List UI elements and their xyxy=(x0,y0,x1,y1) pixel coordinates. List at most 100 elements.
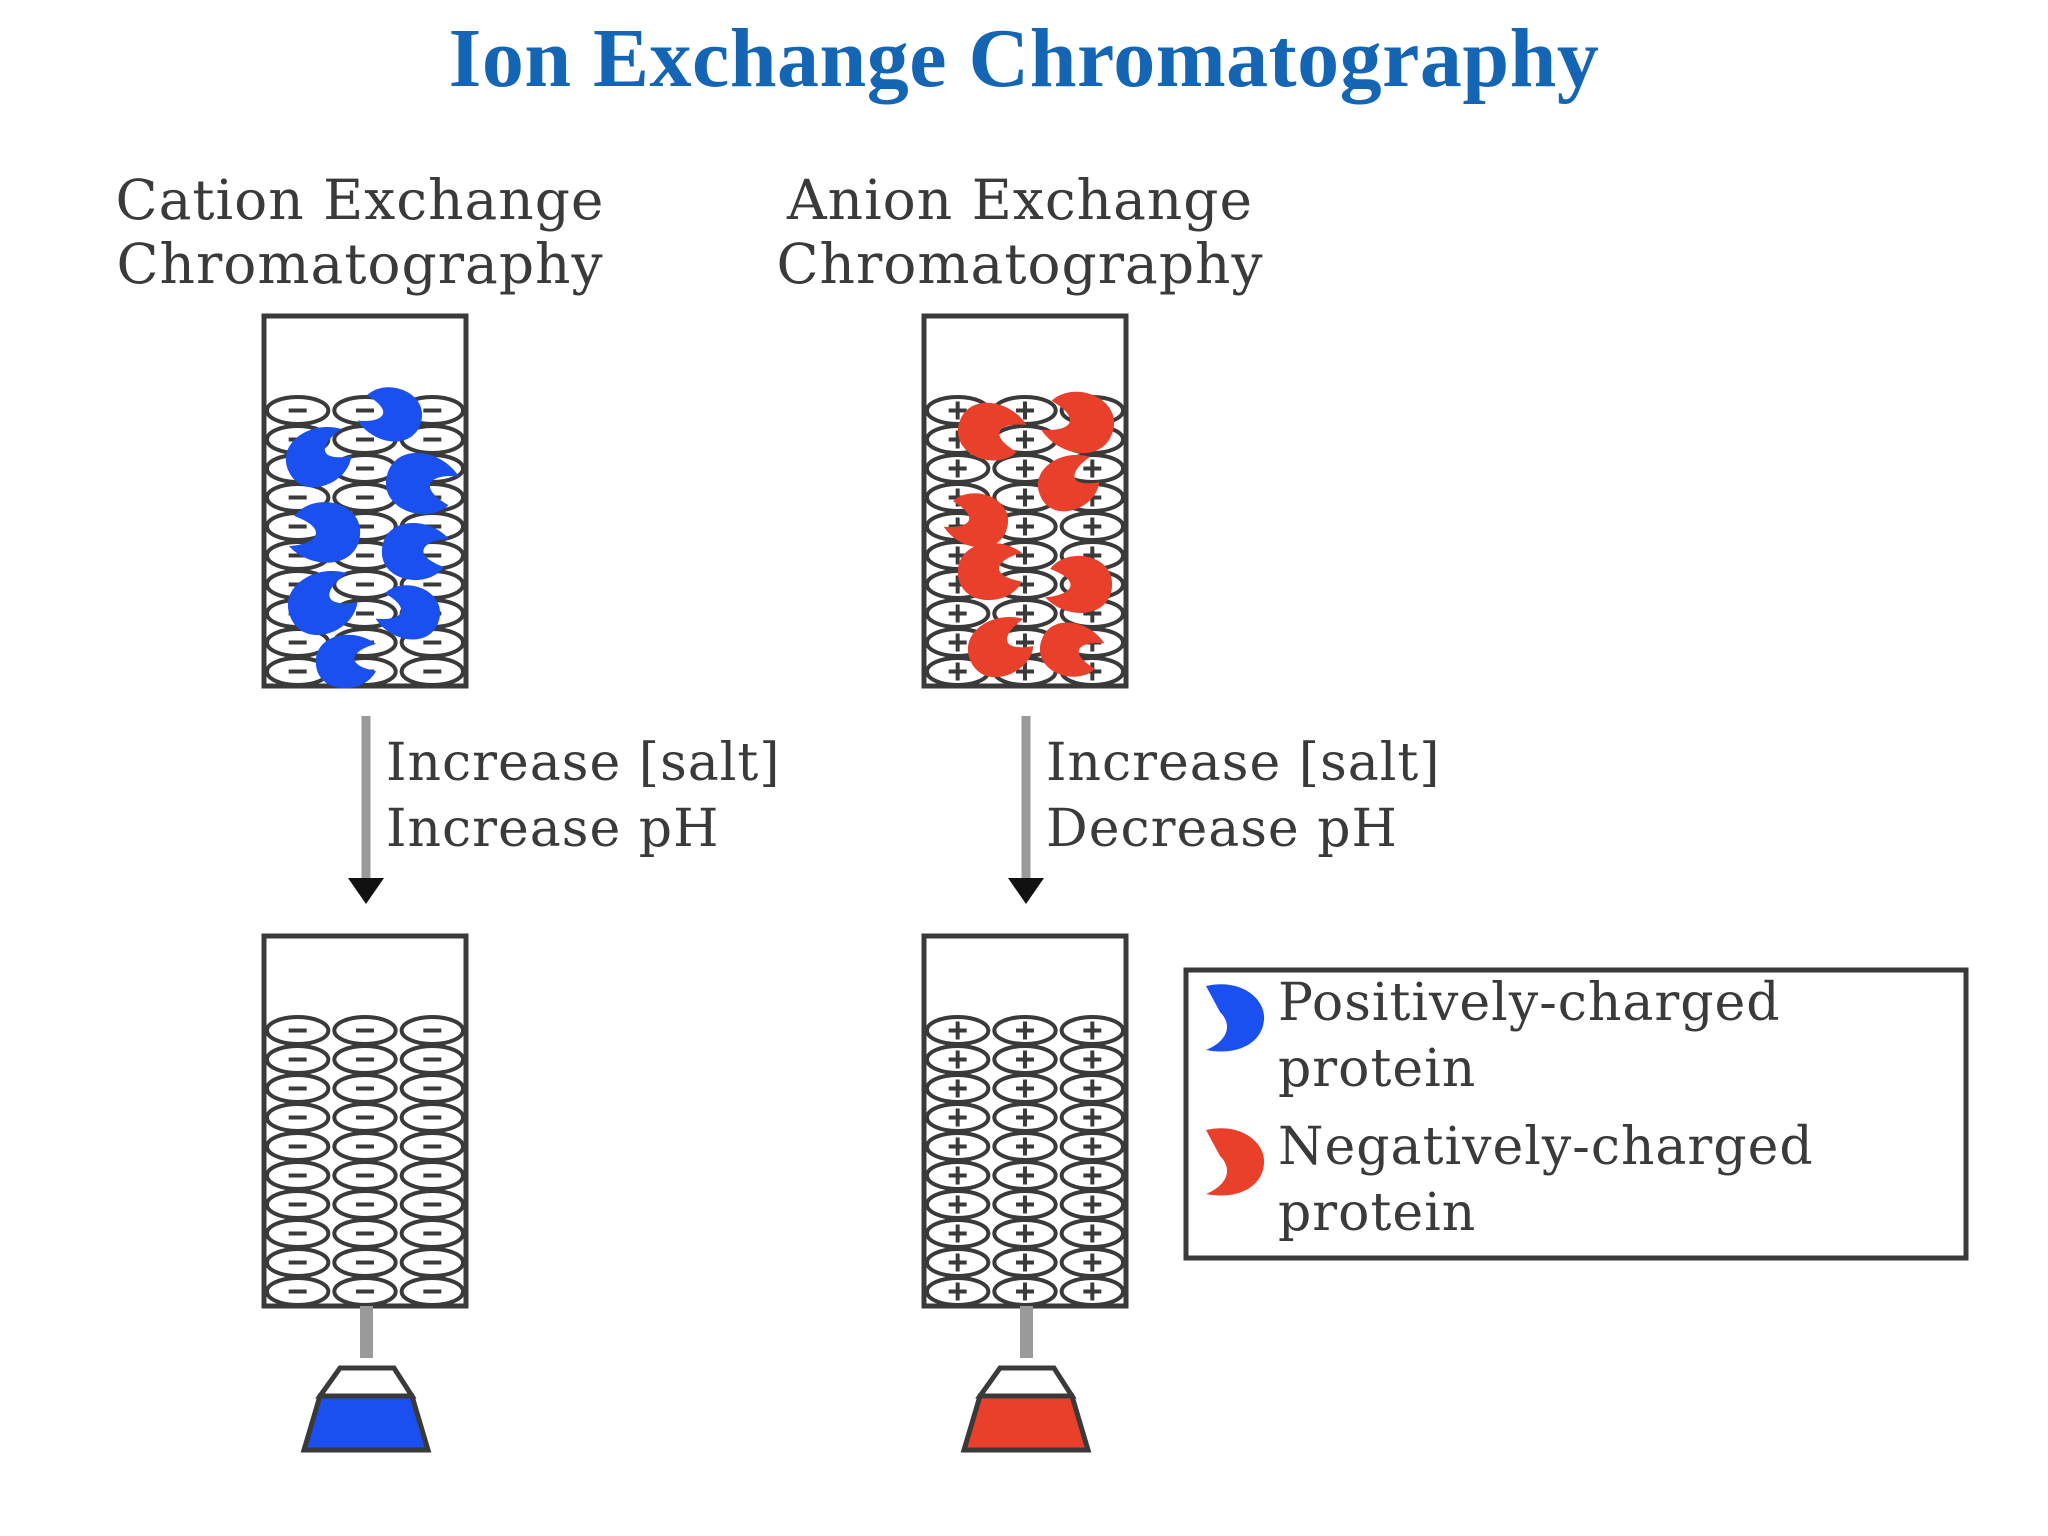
anion-resin-bead xyxy=(925,1189,991,1220)
anion-resin-bead xyxy=(1059,1073,1126,1104)
negative-proteins-bound xyxy=(943,391,1115,678)
anion-resin-bead xyxy=(992,1247,1058,1278)
negative-protein xyxy=(957,542,1022,601)
anion-resin-beads-bottom xyxy=(925,1015,1126,1307)
cation-resin-bead xyxy=(399,656,466,687)
cation-resin-bead xyxy=(399,1218,466,1249)
positive-protein xyxy=(286,427,352,488)
anion-resin-bead xyxy=(1059,1102,1126,1133)
cation-resin-bead xyxy=(399,1015,466,1046)
anion-resin-bead xyxy=(925,1276,991,1307)
anion-resin-bead xyxy=(1059,1044,1126,1075)
cation-title-line2: Chromatography xyxy=(116,232,604,296)
cation-elution-conditions: Increase [salt] Increase pH xyxy=(386,730,781,862)
legend-negative-label: Negatively-charged protein xyxy=(1278,1114,1814,1246)
positive-protein xyxy=(381,523,449,581)
cation-resin-bead xyxy=(265,1044,331,1075)
cation-resin-bead xyxy=(265,1276,331,1307)
cation-resin-bead xyxy=(332,1044,398,1075)
positive-protein xyxy=(288,502,361,563)
anion-resin-bead xyxy=(925,1247,991,1278)
cation-elution-arrow xyxy=(348,716,384,904)
anion-title-line1: Anion Exchange xyxy=(786,168,1254,232)
anion-resin-bead xyxy=(992,1015,1058,1046)
cation-collection-flask xyxy=(300,1365,432,1453)
anion-resin-bead xyxy=(925,1073,991,1104)
cation-resin-bead xyxy=(399,1044,466,1075)
positive-protein xyxy=(385,452,459,515)
negative-protein xyxy=(1039,622,1105,677)
cation-resin-bead xyxy=(332,1102,398,1133)
anion-resin-bead xyxy=(925,1015,991,1046)
positive-protein xyxy=(375,585,441,640)
cation-outlet-stem xyxy=(360,1306,373,1358)
anion-resin-bead xyxy=(925,1160,991,1191)
anion-resin-bead xyxy=(992,1189,1058,1220)
anion-step-line1: Increase [salt] xyxy=(1046,733,1441,793)
cation-resin-bead xyxy=(399,1073,466,1104)
anion-resin-bead xyxy=(992,1131,1058,1162)
legend-negative-swatch xyxy=(1206,1128,1265,1196)
legend-negative-line2: protein xyxy=(1278,1183,1477,1243)
anion-resin-bead xyxy=(925,1131,991,1162)
cation-resin-bead xyxy=(399,1247,466,1278)
cation-resin-bead xyxy=(332,1189,398,1220)
cation-resin-bead xyxy=(265,1218,331,1249)
positive-proteins-bound xyxy=(286,387,459,689)
anion-resin-bead xyxy=(1059,1015,1126,1046)
slide-title: Ion Exchange Chromatography xyxy=(448,12,1600,105)
anion-resin-bead xyxy=(992,1073,1058,1104)
cation-resin-bead xyxy=(265,1131,331,1162)
cation-resin-bead xyxy=(332,1247,398,1278)
anion-resin-bead xyxy=(1059,511,1126,542)
positive-protein xyxy=(288,571,358,635)
cation-step-line2: Increase pH xyxy=(386,799,720,859)
anion-resin-bead xyxy=(1059,1218,1126,1249)
cation-resin-bead xyxy=(399,1160,466,1191)
cation-resin-bead xyxy=(265,1073,331,1104)
cation-resin-bead xyxy=(399,1102,466,1133)
anion-resin-bead xyxy=(992,1044,1058,1075)
anion-resin-bead xyxy=(992,1102,1058,1133)
cation-resin-bead xyxy=(332,1160,398,1191)
anion-resin-bead xyxy=(925,1044,991,1075)
legend-positive-swatch xyxy=(1206,984,1265,1052)
legend-positive-line1: Positively-charged xyxy=(1278,973,1781,1033)
cation-resin-beads-bottom xyxy=(265,1015,466,1307)
cation-resin-bead xyxy=(265,1189,331,1220)
anion-resin-bead xyxy=(1059,1276,1126,1307)
negative-protein xyxy=(1038,454,1100,512)
cation-title-line1: Cation Exchange xyxy=(115,168,605,232)
anion-resin-bead xyxy=(1059,1247,1126,1278)
anion-resin-bead xyxy=(1059,1189,1126,1220)
legend-box xyxy=(1183,967,1969,1261)
anion-resin-bead xyxy=(925,1102,991,1133)
cation-resin-bead xyxy=(332,1015,398,1046)
anion-step-line2: Decrease pH xyxy=(1046,799,1398,859)
cation-resin-bead xyxy=(265,395,331,426)
anion-resin-bead xyxy=(992,1276,1058,1307)
anion-panel-title: Anion Exchange Chromatography xyxy=(700,168,1340,296)
anion-resin-bead xyxy=(992,1218,1058,1249)
anion-resin-bead xyxy=(925,1218,991,1249)
legend-positive-line2: protein xyxy=(1278,1039,1477,1099)
cation-step-line1: Increase [salt] xyxy=(386,733,781,793)
negative-protein xyxy=(1045,555,1113,613)
cation-resin-bead xyxy=(332,1276,398,1307)
anion-resin-bead xyxy=(925,453,991,484)
positive-protein xyxy=(315,634,376,689)
negative-protein xyxy=(968,617,1034,678)
negative-protein xyxy=(943,493,1009,548)
negative-protein xyxy=(957,402,1027,461)
cation-resin-bead xyxy=(332,1218,398,1249)
anion-elution-arrow xyxy=(1008,716,1044,904)
cation-resin-bead xyxy=(265,1247,331,1278)
anion-elution-conditions: Increase [salt] Decrease pH xyxy=(1046,730,1441,862)
legend-negative-line1: Negatively-charged xyxy=(1278,1117,1814,1177)
cation-resin-bead xyxy=(265,1015,331,1046)
legend-positive-label: Positively-charged protein xyxy=(1278,970,1781,1102)
anion-resin-bead xyxy=(1059,1160,1126,1191)
negative-protein xyxy=(1041,391,1115,454)
positive-protein xyxy=(357,387,423,442)
